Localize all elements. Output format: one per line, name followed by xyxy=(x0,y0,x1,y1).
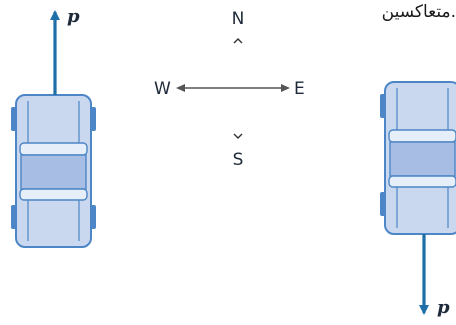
left-car xyxy=(10,94,97,248)
south-tick-icon xyxy=(233,133,243,139)
compass-north-label: N xyxy=(232,9,245,29)
compass-south-label: S xyxy=(233,150,244,170)
left-momentum-label: p xyxy=(67,6,80,27)
north-tick-icon xyxy=(233,38,243,44)
caption-text: متعاكسين. xyxy=(381,2,456,22)
compass-west-label: W xyxy=(154,79,171,99)
right-momentum-label: p xyxy=(437,297,450,318)
compass-east-label: E xyxy=(294,79,305,99)
right-car xyxy=(379,81,456,235)
compass: N W E S xyxy=(154,9,305,170)
